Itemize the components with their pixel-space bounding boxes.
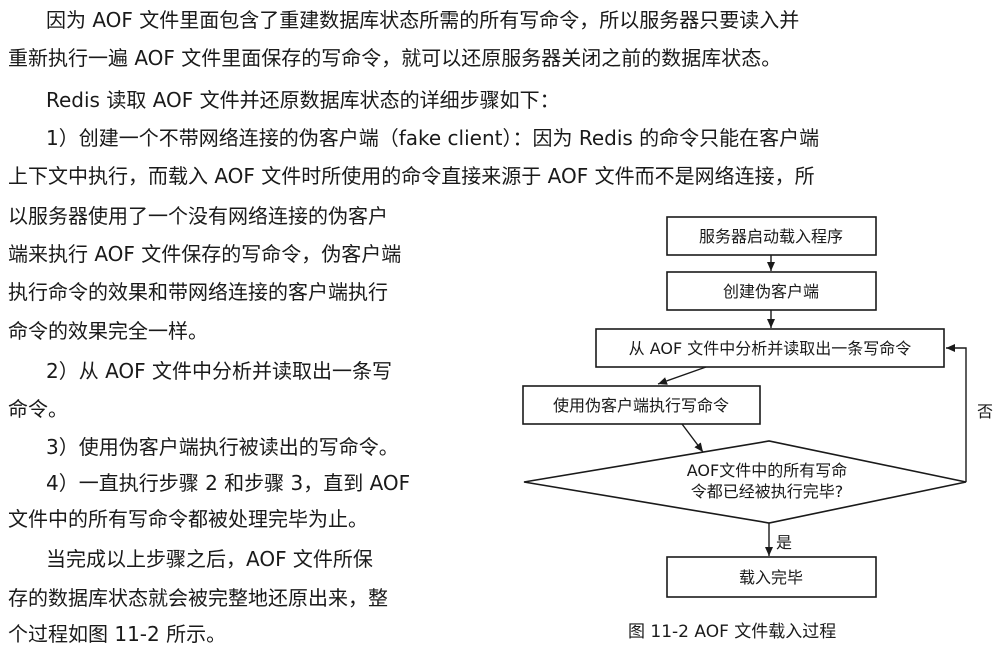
yes-label: 是 — [776, 533, 792, 552]
step-1-line-4: 端来执行 AOF 文件保存的写命令，伪客户端 — [8, 242, 402, 266]
step-3: 3）使用伪客户端执行被读出的写命令。 — [46, 435, 399, 459]
arrow-exec-to-decision — [681, 423, 704, 453]
done-box — [666, 556, 877, 598]
figure-caption: 图 11-2 AOF 文件载入过程 — [628, 622, 837, 642]
paragraph-2: Redis 读取 AOF 文件并还原数据库状态的详细步骤如下： — [46, 88, 560, 112]
start-box — [666, 216, 877, 256]
exec-command-box — [522, 385, 761, 425]
final-paragraph-line-3: 个过程如图 11-2 所示。 — [8, 622, 227, 646]
step-4-line-2: 文件中的所有写命令都被处理完毕为止。 — [8, 507, 368, 531]
read-command-box-label: 从 AOF 文件中分析并读取出一条写命令 — [629, 339, 912, 358]
final-paragraph-line-2: 存的数据库状态就会被完整地还原出来，整 — [8, 586, 388, 610]
step-2-line-2: 命令。 — [8, 397, 68, 421]
exec-command-box-label: 使用伪客户端执行写命令 — [553, 396, 729, 415]
paragraph-1-line-2: 重新执行一遍 AOF 文件里面保存的写命令，就可以还原服务器关闭之前的数据库状态… — [8, 46, 782, 70]
read-command-box — [595, 328, 945, 368]
decision-label-line-2: 令都已经被执行完毕? — [691, 482, 844, 501]
arrow-read-to-exec — [657, 366, 707, 385]
create-client-box — [666, 271, 877, 311]
final-paragraph-line-1: 当完成以上步骤之后，AOF 文件所保 — [46, 547, 373, 571]
step-2-line-1: 2）从 AOF 文件中分析并读取出一条写 — [46, 359, 393, 383]
step-1-line-6: 命令的效果完全一样。 — [8, 319, 208, 343]
paragraph-1-line-1: 因为 AOF 文件里面包含了重建数据库状态所需的所有写命令，所以服务器只要读入并 — [46, 8, 800, 32]
start-box-label: 服务器启动载入程序 — [699, 227, 843, 246]
loop-back-arrow — [946, 344, 967, 482]
step-1-line-5: 执行命令的效果和带网络连接的客户端执行 — [8, 280, 388, 304]
step-1-line-3: 以服务器使用了一个没有网络连接的伪客户 — [8, 204, 388, 228]
done-box-label: 载入完毕 — [739, 568, 803, 587]
no-label: 否 — [977, 402, 993, 421]
step-1-line-1: 1）创建一个不带网络连接的伪客户端（fake client）：因为 Redis … — [46, 126, 820, 150]
create-client-box-label: 创建伪客户端 — [723, 282, 819, 301]
step-1-line-2: 上下文中执行，而载入 AOF 文件时所使用的命令直接来源于 AOF 文件而不是网… — [8, 164, 815, 188]
step-4-line-1: 4）一直执行步骤 2 和步骤 3，直到 AOF — [46, 471, 411, 495]
decision-label-line-1: AOF文件中的所有写命 — [687, 461, 847, 480]
